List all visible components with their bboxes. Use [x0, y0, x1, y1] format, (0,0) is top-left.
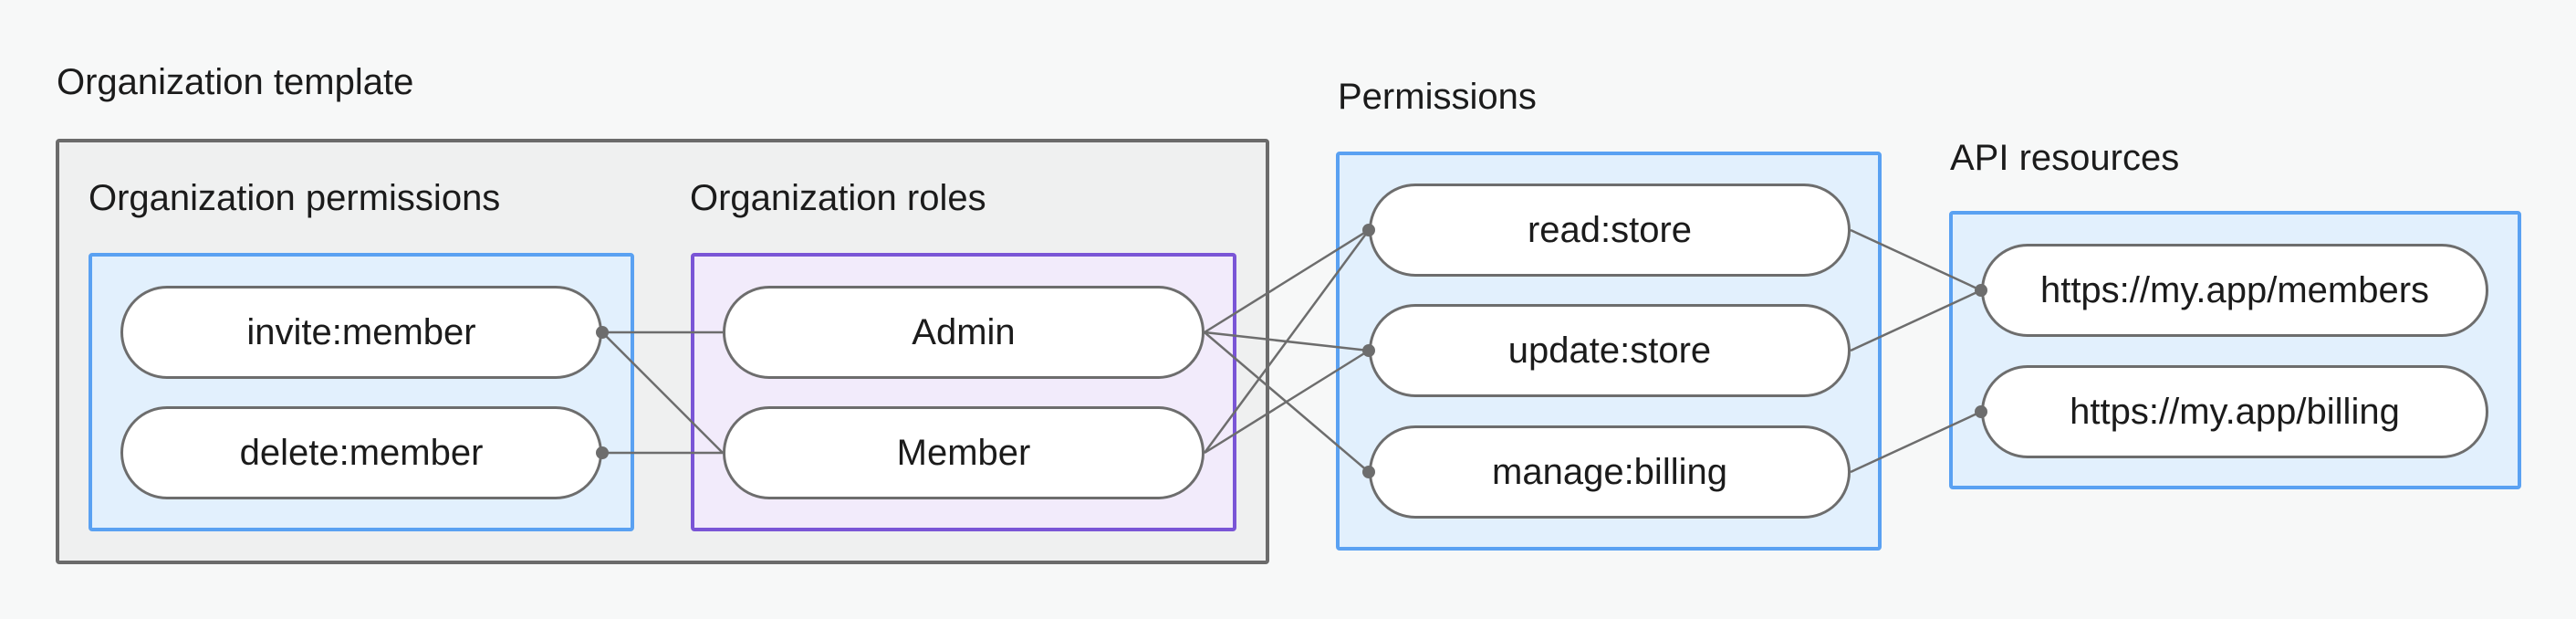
api-resource-billing[interactable]: https://my.app/billing [1981, 365, 2488, 458]
permissions-title: Permissions [1338, 77, 1537, 117]
api-resource-members[interactable]: https://my.app/members [1981, 244, 2488, 337]
org-permission-delete-member[interactable]: delete:member [120, 406, 602, 499]
org-permission-invite-member[interactable]: invite:member [120, 286, 602, 379]
organization-permissions-title: Organization permissions [89, 178, 501, 218]
organization-template-title: Organization template [57, 62, 414, 102]
permission-manage-billing[interactable]: manage:billing [1369, 425, 1851, 519]
permission-read-store[interactable]: read:store [1369, 184, 1851, 277]
permission-update-store[interactable]: update:store [1369, 304, 1851, 397]
org-role-member[interactable]: Member [723, 406, 1205, 499]
api-resources-title: API resources [1950, 138, 2180, 178]
org-role-admin[interactable]: Admin [723, 286, 1205, 379]
organization-roles-title: Organization roles [690, 178, 986, 218]
